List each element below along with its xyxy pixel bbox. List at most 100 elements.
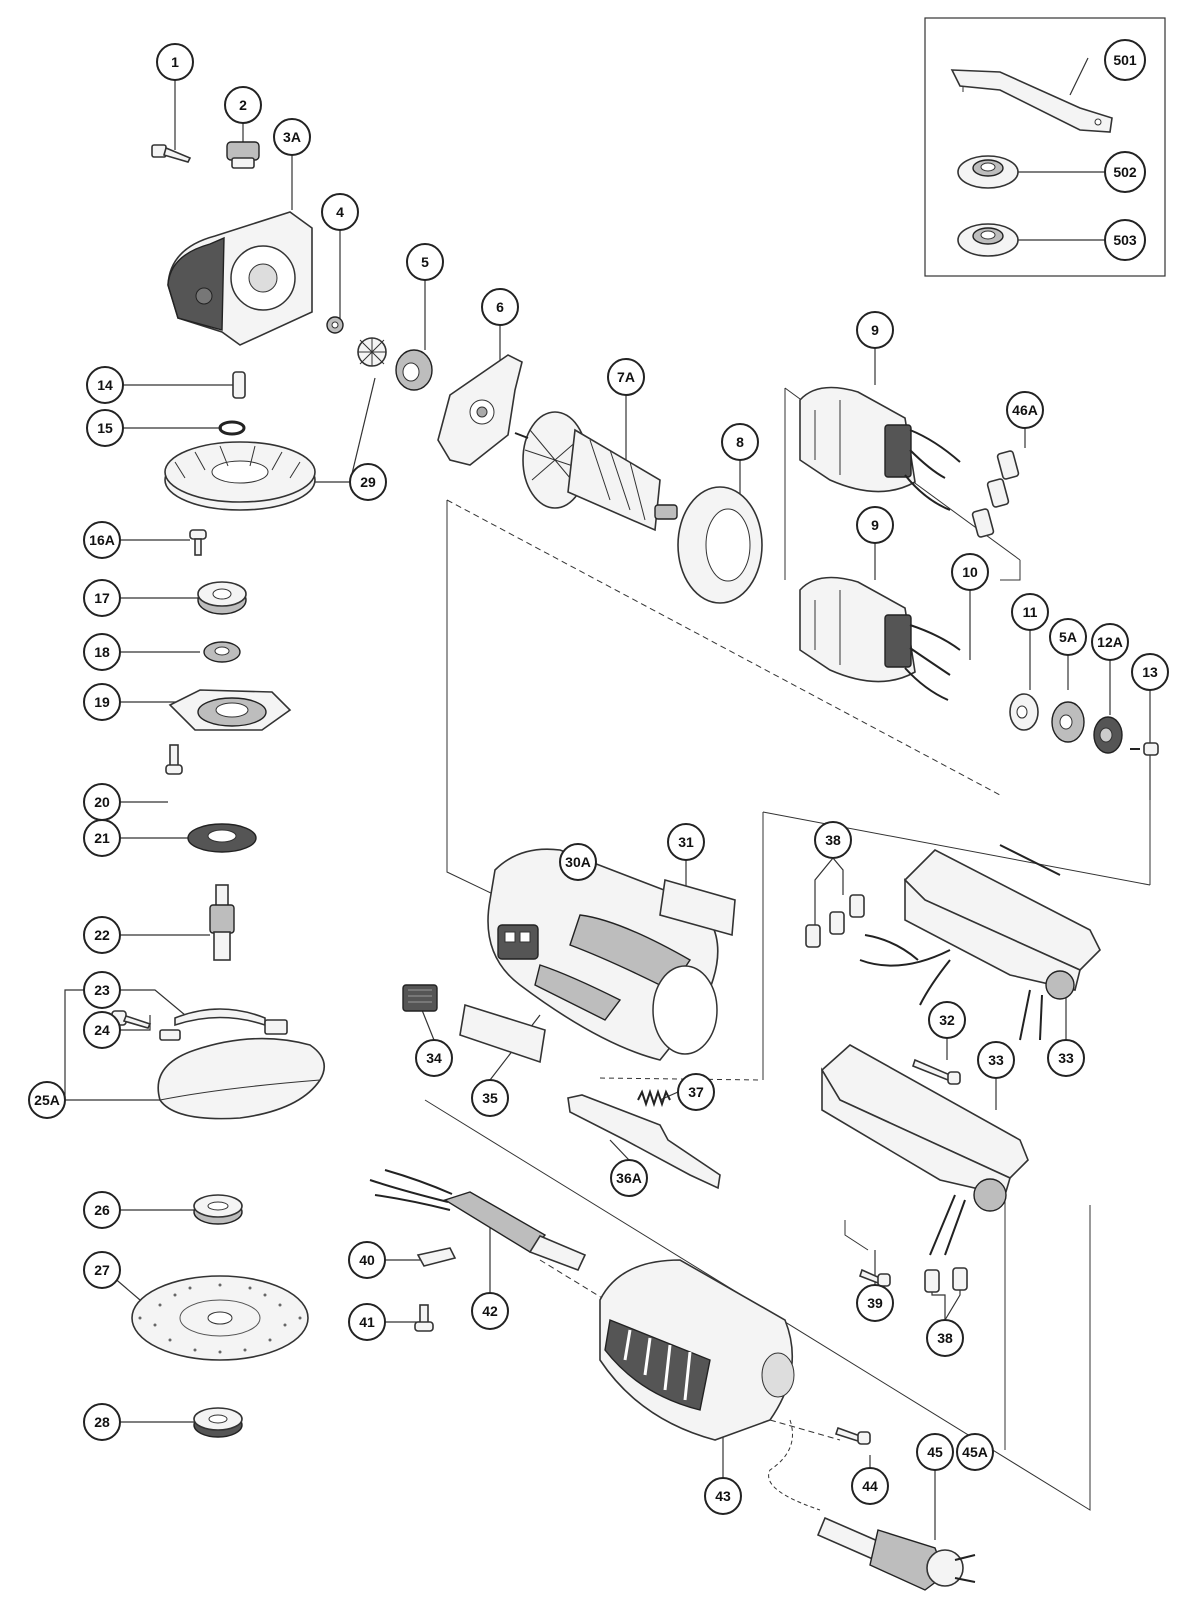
callout-34: 34 xyxy=(415,1039,453,1077)
callout-9-upper: 9 xyxy=(856,311,894,349)
callout-1: 1 xyxy=(156,43,194,81)
callout-37: 37 xyxy=(677,1073,715,1111)
cord-clamp-40-drawing xyxy=(416,1247,457,1267)
svg-text:22: 22 xyxy=(94,927,110,943)
switch-knob-34-drawing xyxy=(402,984,438,1012)
callout-18: 18 xyxy=(83,633,121,671)
spiral-gear-29-drawing xyxy=(164,441,316,511)
callout-38-upper: 38 xyxy=(814,821,852,859)
callout-26: 26 xyxy=(83,1191,121,1229)
callout-5: 5 xyxy=(406,243,444,281)
callout-44: 44 xyxy=(851,1467,889,1505)
svg-text:6: 6 xyxy=(496,299,504,315)
svg-text:26: 26 xyxy=(94,1202,110,1218)
screw-16a-drawing xyxy=(189,529,207,556)
nut-4-drawing xyxy=(326,316,344,334)
parts xyxy=(111,141,1159,1591)
svg-text:502: 502 xyxy=(1113,164,1137,180)
svg-text:25A: 25A xyxy=(34,1092,60,1108)
svg-text:3A: 3A xyxy=(283,129,301,145)
terminals-38-upper-drawing xyxy=(805,894,865,948)
callout-36a: 36A xyxy=(610,1159,648,1197)
callout-4: 4 xyxy=(321,193,359,231)
label-31-drawing xyxy=(659,878,736,937)
plug-2-drawing xyxy=(226,141,260,169)
svg-text:37: 37 xyxy=(688,1084,704,1100)
callout-layer: 1 2 3A 4 5 6 7A 8 9 9 46A 10 11 5A 12A 1… xyxy=(28,39,1169,1515)
fan-guide-8-drawing xyxy=(677,486,763,604)
callout-14: 14 xyxy=(86,366,124,404)
callout-38-lower: 38 xyxy=(926,1319,964,1357)
bearing-plate-6-drawing xyxy=(437,354,523,466)
pinion-gear-drawing xyxy=(357,337,387,367)
svg-text:40: 40 xyxy=(359,1252,375,1268)
svg-text:9: 9 xyxy=(871,322,879,338)
svg-text:36A: 36A xyxy=(616,1170,642,1186)
callout-501: 501 xyxy=(1104,39,1146,81)
wrench-501-drawing xyxy=(950,69,1113,133)
svg-text:45A: 45A xyxy=(962,1444,988,1460)
screw-20-drawing xyxy=(165,744,183,775)
stator-9-lower-drawing xyxy=(799,576,961,701)
svg-text:39: 39 xyxy=(867,1295,883,1311)
callout-10: 10 xyxy=(951,553,989,591)
svg-text:14: 14 xyxy=(97,377,113,393)
svg-text:38: 38 xyxy=(937,1330,953,1346)
callout-17: 17 xyxy=(83,579,121,617)
svg-text:41: 41 xyxy=(359,1314,375,1330)
callout-33-upper: 33 xyxy=(1047,1039,1085,1077)
callout-21: 21 xyxy=(83,819,121,857)
callout-28: 28 xyxy=(83,1403,121,1441)
callout-29: 29 xyxy=(349,463,387,501)
rear-bearing-set-drawing xyxy=(1009,693,1159,756)
callout-32: 32 xyxy=(928,1001,966,1039)
svg-text:44: 44 xyxy=(862,1478,878,1494)
accessory-inset xyxy=(924,17,1166,277)
wheel-nut-28-drawing xyxy=(193,1407,243,1438)
screw-44-drawing xyxy=(834,1426,871,1445)
cord-armor-42-drawing xyxy=(369,1169,587,1272)
svg-text:28: 28 xyxy=(94,1414,110,1430)
washer-18-drawing xyxy=(203,641,241,663)
callout-12a: 12A xyxy=(1091,623,1129,661)
svg-text:9: 9 xyxy=(871,517,879,533)
svg-text:18: 18 xyxy=(94,644,110,660)
callout-502: 502 xyxy=(1104,151,1146,193)
seal-21-drawing xyxy=(187,823,257,853)
callout-25a: 25A xyxy=(28,1081,66,1119)
callout-23: 23 xyxy=(83,971,121,1009)
callout-41: 41 xyxy=(348,1303,386,1341)
brush-holder-33-upper-drawing xyxy=(859,844,1101,1041)
svg-text:21: 21 xyxy=(94,830,110,846)
svg-text:19: 19 xyxy=(94,694,110,710)
callout-39: 39 xyxy=(856,1284,894,1322)
svg-text:501: 501 xyxy=(1113,52,1137,68)
callout-30a: 30A xyxy=(559,843,597,881)
switch-lever-36a-drawing xyxy=(567,1094,721,1190)
svg-text:12A: 12A xyxy=(1097,634,1123,650)
svg-text:7A: 7A xyxy=(617,369,635,385)
svg-text:13: 13 xyxy=(1142,664,1158,680)
carbon-brushes-46a-drawing xyxy=(971,450,1020,538)
svg-text:15: 15 xyxy=(97,420,113,436)
housing-30a-drawing xyxy=(487,848,719,1061)
callout-503: 503 xyxy=(1104,219,1146,261)
label-35-drawing xyxy=(459,1003,546,1064)
bearing-holder-19-drawing xyxy=(168,689,292,731)
screw-41-drawing xyxy=(414,1304,434,1332)
assembly-guide-lines xyxy=(424,387,1151,1511)
callout-2: 2 xyxy=(224,86,262,124)
callout-8: 8 xyxy=(721,423,759,461)
svg-text:43: 43 xyxy=(715,1488,731,1504)
pin-14-drawing xyxy=(232,371,246,399)
callout-15: 15 xyxy=(86,409,124,447)
callout-46a: 46A xyxy=(1006,391,1044,429)
screw-39-drawing xyxy=(859,1268,891,1287)
brush-holder-33-lower-drawing xyxy=(820,1044,1029,1256)
flange-502-drawing xyxy=(957,155,1019,189)
svg-text:24: 24 xyxy=(94,1022,110,1038)
bearing-17-drawing xyxy=(197,581,247,615)
svg-text:35: 35 xyxy=(482,1090,498,1106)
screw-1-drawing xyxy=(151,144,192,163)
callout-27: 27 xyxy=(83,1251,121,1289)
